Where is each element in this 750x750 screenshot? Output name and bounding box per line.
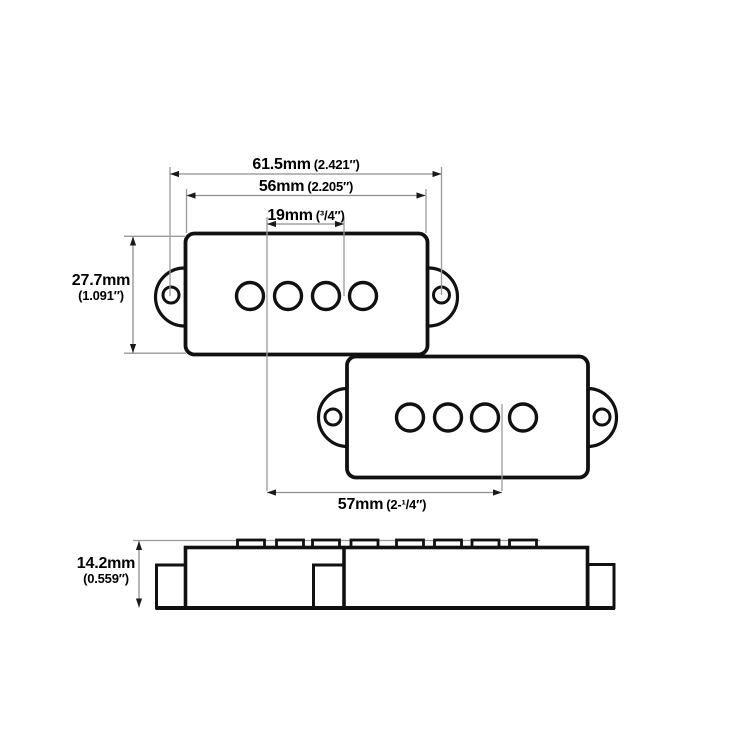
dimension-lines (132, 173, 502, 608)
coil-b-right-screw-hole (592, 407, 612, 427)
coil-b-left-screw-hole (323, 407, 343, 427)
dim-value-inch: (³/4″) (315, 208, 345, 223)
dim-value-mm: 19mm (267, 207, 313, 224)
dim-label-width-body: 56mm(2.205″) (166, 178, 446, 196)
coil-b-pole-pieces (394, 402, 539, 433)
top-view-coil-a (153, 231, 460, 357)
dim-label-pole-pair-spacing: 19mm(³/4″) (166, 207, 446, 225)
side-view (155, 538, 616, 610)
coil-a-body-outline (183, 231, 430, 357)
dim-label-string-span: 57mm(2-¹/4″) (242, 496, 522, 514)
side-left-ear-tab (155, 563, 187, 609)
dim-value-mm: 14.2mm (76, 555, 136, 572)
coil-a-left-screw-hole (161, 285, 181, 305)
top-view-coil-b (316, 354, 619, 480)
dim-value-inch: (2.421″) (313, 157, 360, 172)
side-body-outline (183, 545, 590, 610)
dim-value-mm: 61.5mm (252, 156, 311, 173)
dim-value-mm: 57mm (337, 496, 384, 513)
dim-label-overall-depth: 14.2mm(0.559″) (60, 555, 152, 586)
dim-value-mm: 56mm (258, 178, 305, 195)
dim-label-body-height: 27.7mm(1.091″) (55, 272, 147, 303)
side-right-ear-tab (586, 563, 616, 609)
coil-b-body-outline (345, 354, 590, 480)
dim-value-inch: (2.205″) (307, 179, 354, 194)
dim-value-inch: (0.559″) (83, 571, 129, 586)
dim-value-inch: (2-¹/4″) (386, 497, 427, 512)
dim-value-inch: (1.091″) (78, 288, 124, 303)
extension-lines (124, 167, 503, 491)
coil-a-pole-pieces (234, 280, 379, 312)
side-middle-ear-tab (312, 563, 344, 608)
dim-label-width-outer: 61.5mm(2.421″) (166, 156, 446, 174)
dimension-arrowheads (129, 170, 502, 608)
dim-value-mm: 27.7mm (71, 272, 131, 289)
